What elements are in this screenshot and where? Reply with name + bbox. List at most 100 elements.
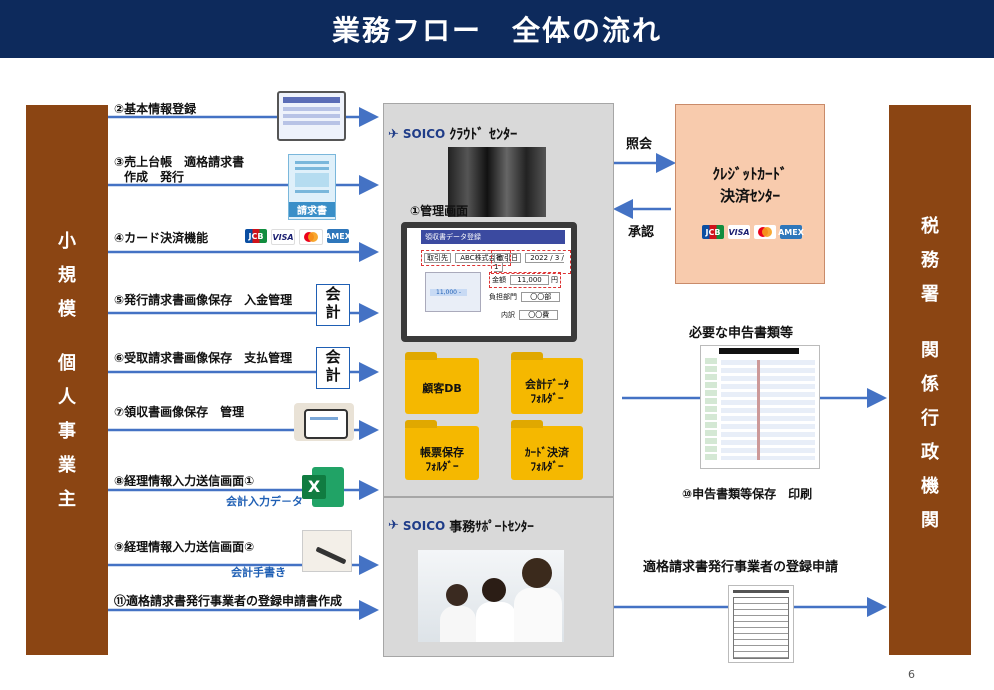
left-bar-char: 個 xyxy=(58,353,76,374)
left-bar-char: 事 xyxy=(58,421,76,442)
basic-info-screen-icon xyxy=(277,91,346,141)
left-bar-char: 小 xyxy=(58,231,76,252)
soico-logo-icon: ✈ xyxy=(388,126,399,142)
step-4-label: ④カード決済機能 xyxy=(114,231,209,245)
query-label: 照会 xyxy=(626,137,653,152)
department-value: 〇〇部 xyxy=(521,292,561,302)
cloud-center-title: ｸﾗｳﾄﾞ ｾﾝﾀｰ xyxy=(449,127,518,143)
breakdown-value: 〇〇費 xyxy=(519,310,559,320)
server-rack-image xyxy=(448,147,546,217)
amount-unit: 円 xyxy=(550,276,558,284)
card-brands-right: JCB VISA AMEX xyxy=(702,225,804,239)
step-9-label: ⑨経理情報入力送信画面② xyxy=(114,540,255,554)
receipt-thumbnail: 11,000 - xyxy=(425,272,481,312)
folder-label: ﾌｫﾙﾀﾞｰ xyxy=(425,460,459,473)
registration-title: 適格請求書発行事業者の登録申請 xyxy=(643,560,839,575)
call-center-photo xyxy=(418,550,564,642)
amex-logo-icon: AMEX xyxy=(778,225,804,239)
customer-db-folder: 顧客DB xyxy=(405,352,479,414)
right-bar-char: 税 xyxy=(921,216,939,237)
date-field: 取引日 2022 / 3 / 1 xyxy=(491,250,571,274)
jcb-logo-icon: JCB xyxy=(245,229,267,243)
breakdown-field: 内訳 〇〇費 xyxy=(501,310,559,320)
handwriting-notepad-icon xyxy=(302,530,352,572)
right-bar-char: 政 xyxy=(921,442,939,463)
step-9-sub: 会計手書き xyxy=(231,566,286,579)
credit-card-center: ｸﾚｼﾞｯﾄｶｰﾄﾞ 決済ｾﾝﾀｰ JCB VISA AMEX xyxy=(675,104,825,284)
date-label: 取引日 xyxy=(494,253,521,263)
support-center-title: 事務ｻﾎﾟｰﾄｾﾝﾀｰ xyxy=(449,520,534,535)
folder-label: ｶｰﾄﾞ決済 xyxy=(525,446,569,459)
left-bar-char: 模 xyxy=(58,299,76,320)
right-bar-char: 行 xyxy=(921,408,939,429)
step-6-label: ⑥受取請求書画像保存 支払管理 xyxy=(114,351,293,365)
receipt-amount: 11,000 - xyxy=(430,289,468,296)
soico-logo-icon: ✈ xyxy=(388,518,399,533)
accounting-char: 計 xyxy=(325,303,341,321)
admin-screen-label: ①管理画面 xyxy=(410,204,469,218)
step-7-label: ⑦領収書画像保存 管理 xyxy=(114,405,245,419)
right-bar-char: 関 xyxy=(921,340,939,361)
tax-office-bar: 税 務 署 関 係 行 政 機 関 xyxy=(889,105,971,655)
approve-label: 承認 xyxy=(628,225,655,240)
support-center-header: ✈ SOICO 事務ｻﾎﾟｰﾄｾﾝﾀｰ xyxy=(388,516,534,535)
excel-icon: X xyxy=(302,467,344,507)
amount-label: 金額 xyxy=(492,276,506,284)
step-11-label: ⑪適格請求書発行事業者の登録申請書作成 xyxy=(114,594,343,608)
admin-monitor: 領収書データ登録 取引先 ABC株式会社 取引日 2022 / 3 / 1 11… xyxy=(401,222,577,342)
step-2-label: ②基本情報登録 xyxy=(114,102,197,116)
registration-form-image xyxy=(728,585,794,663)
accounting-char: 会 xyxy=(325,285,341,303)
accounting-char: 会 xyxy=(325,348,341,366)
right-bar-char: 機 xyxy=(921,476,939,497)
card-brands-left: JCB VISA AMEX xyxy=(245,229,351,245)
amount-value: 11,000 xyxy=(510,275,549,285)
accounting-icon-6: 会 計 xyxy=(316,347,350,389)
breakdown-label: 内訳 xyxy=(501,311,515,319)
step-8-sub: 会計入力デ－タ xyxy=(226,495,303,508)
receipt-photo-icon xyxy=(294,403,354,441)
visa-logo-icon: VISA xyxy=(271,229,295,245)
date-value: 2022 / 3 / 1 xyxy=(494,253,564,272)
soico-logo-text: SOICO xyxy=(402,127,446,141)
accounting-data-folder: 会計ﾃﾞｰﾀ ﾌｫﾙﾀﾞｰ xyxy=(511,352,583,414)
folder-label: 顧客DB xyxy=(422,382,462,395)
right-bar-char: 関 xyxy=(921,510,939,531)
tax-docs-title: 必要な申告書類等 xyxy=(689,326,794,341)
left-bar-char: 人 xyxy=(58,387,76,408)
receipt-form-header: 領収書データ登録 xyxy=(421,230,565,244)
tax-docs-caption: ⑩申告書類等保存 印刷 xyxy=(682,487,813,501)
accounting-char: 計 xyxy=(325,366,341,384)
soico-logo-text: SOICO xyxy=(402,518,446,533)
step-3-label-2: 作成 発行 xyxy=(124,170,185,184)
page-number: 6 xyxy=(908,668,915,681)
folder-label: 帳票保存 xyxy=(420,446,464,459)
mastercard-logo-icon xyxy=(299,229,323,245)
invoice-document-icon: 請求書 xyxy=(288,154,336,220)
card-payment-folder: ｶｰﾄﾞ決済 ﾌｫﾙﾀﾞｰ xyxy=(511,420,583,480)
right-bar-char: 務 xyxy=(921,250,939,271)
step-3-label: ③売上台帳 適格請求書 xyxy=(114,155,245,169)
right-bar-char: 係 xyxy=(921,374,939,395)
partner-value: ABC株式会社 xyxy=(455,253,508,263)
left-bar-char: 規 xyxy=(58,265,76,286)
step-8-label: ⑧経理情報入力送信画面① xyxy=(114,474,255,488)
amex-logo-icon: AMEX xyxy=(325,229,351,243)
department-label: 負担部門 xyxy=(489,293,517,301)
small-business-bar: 小 規 模 個 人 事 業 主 xyxy=(26,105,108,655)
cloud-center-header: ✈ SOICO ｸﾗｳﾄﾞ ｾﾝﾀｰ xyxy=(388,124,517,144)
step-5-label: ⑤発行請求書画像保存 入金管理 xyxy=(114,293,293,307)
left-bar-char: 業 xyxy=(58,455,76,476)
invoice-label: 請求書 xyxy=(289,202,335,217)
credit-center-title-2: 決済ｾﾝﾀｰ xyxy=(719,187,780,205)
document-storage-folder: 帳票保存 ﾌｫﾙﾀﾞｰ xyxy=(405,420,479,480)
partner-field: 取引先 ABC株式会社 xyxy=(421,250,511,266)
jcb-logo-icon: JCB xyxy=(702,225,724,239)
visa-logo-icon: VISA xyxy=(728,225,750,239)
accounting-icon-5: 会 計 xyxy=(316,284,350,326)
credit-center-title-1: ｸﾚｼﾞｯﾄｶｰﾄﾞ xyxy=(712,165,788,183)
left-bar-char: 主 xyxy=(58,489,76,510)
tax-return-form-image xyxy=(700,345,820,469)
department-field: 負担部門 〇〇部 xyxy=(489,292,561,302)
amount-field: 金額 11,000 円 xyxy=(489,272,561,288)
